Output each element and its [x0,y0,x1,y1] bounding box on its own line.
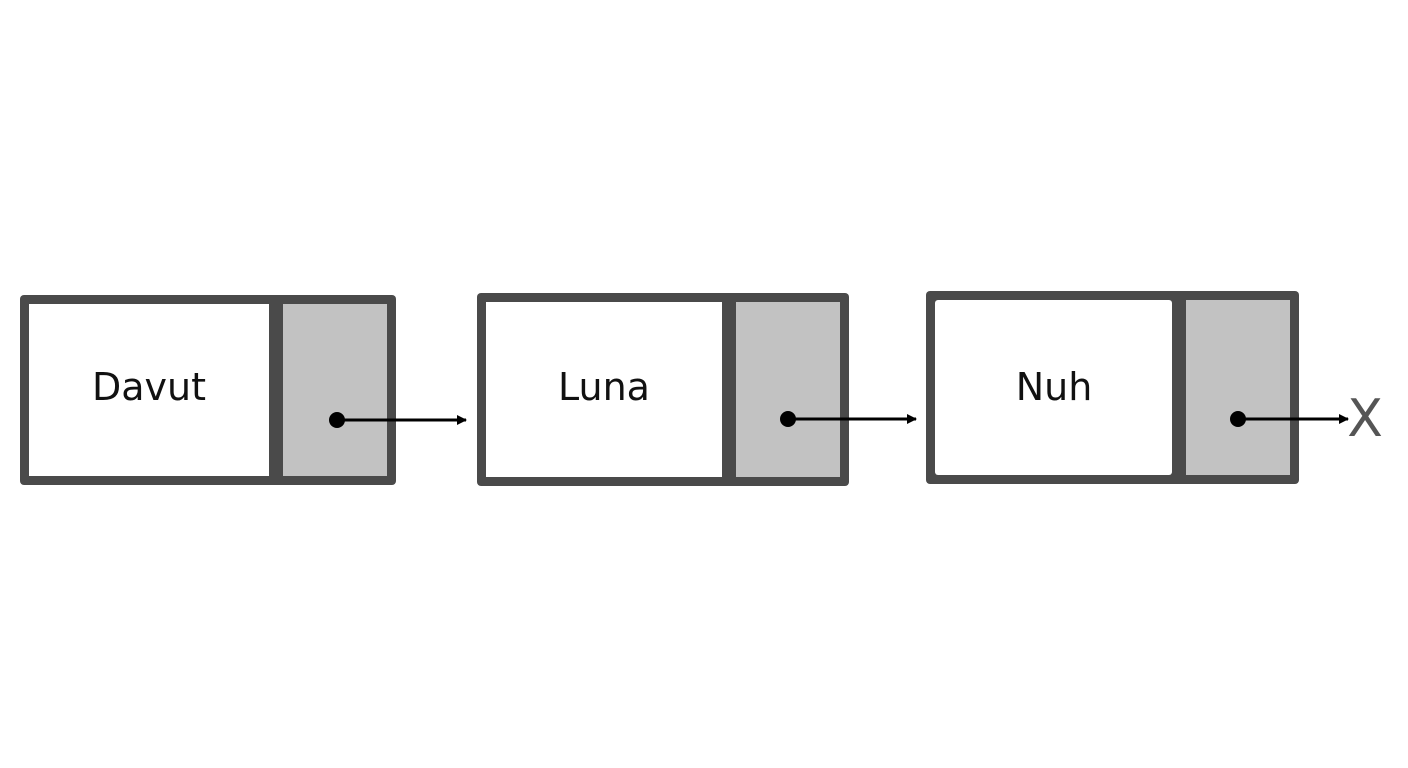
node-1-pointer-cell [283,304,387,476]
node-3-pointer-cell [1186,300,1290,475]
node-1-data-cell [29,304,269,476]
node-3-data-cell [935,300,1172,475]
node-2-data-cell [486,302,722,477]
null-terminator-label: X [1347,389,1383,449]
node-2-pointer-cell [736,302,840,477]
list-node-3: Nuh [926,291,1349,484]
list-node-2: Luna [477,293,917,486]
node-3-value: Nuh [1016,365,1093,409]
node-1-value: Davut [92,365,206,409]
node-2-value: Luna [558,365,650,409]
list-node-1: Davut [20,295,467,485]
